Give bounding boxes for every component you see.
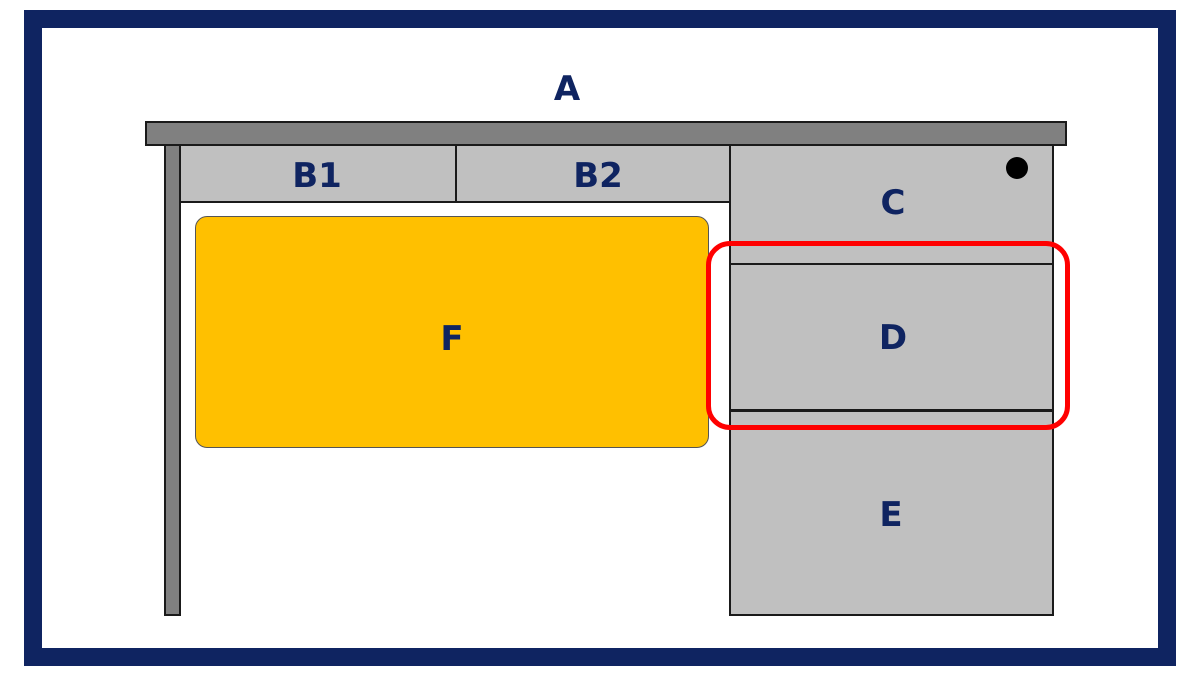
label-b2: B2 <box>573 156 623 196</box>
label-d: D <box>878 318 908 358</box>
drawer-b1 <box>179 144 457 203</box>
label-f: F <box>440 319 464 359</box>
pedestal-drawer-d <box>729 263 1054 412</box>
label-b1: B1 <box>292 156 342 196</box>
highlight-outline <box>706 241 1070 430</box>
keyhole-icon <box>1006 157 1028 179</box>
label-a: A <box>553 69 581 109</box>
modesty-panel-f <box>195 216 709 448</box>
label-e: E <box>879 495 903 535</box>
label-c: C <box>880 183 906 223</box>
left-leg <box>164 144 181 616</box>
pedestal-drawer-e <box>729 410 1054 616</box>
desktop-top <box>145 121 1067 146</box>
